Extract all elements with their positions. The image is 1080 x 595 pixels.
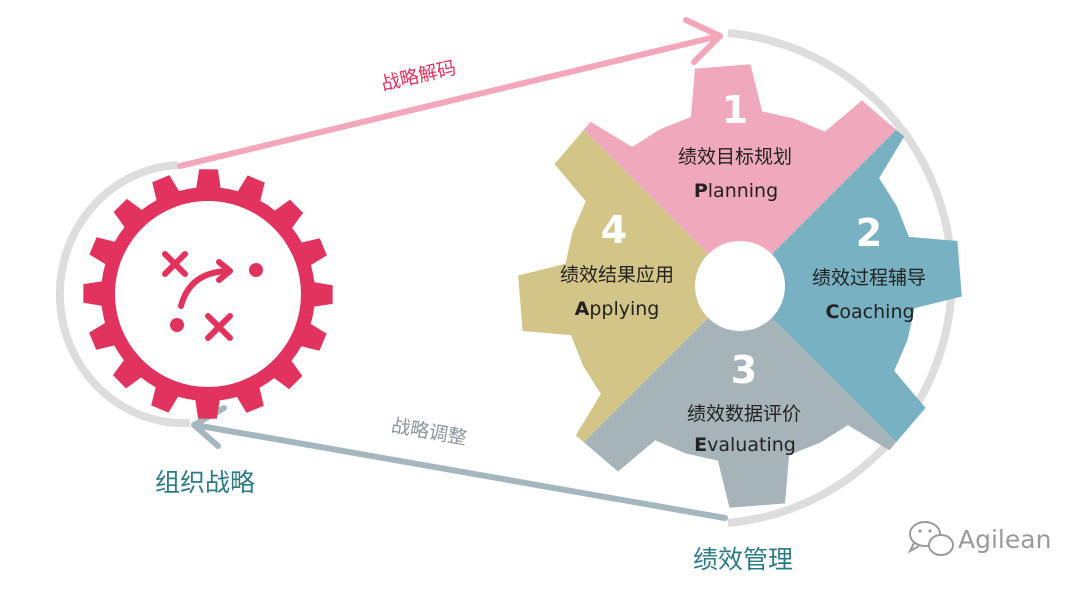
segment-3: 3 绩效数据评价 Evaluating: [687, 348, 801, 456]
segment-4-number: 4: [601, 208, 627, 252]
arrow-label-bottom: 战略调整: [390, 415, 469, 450]
segment-1-english: Planning: [694, 180, 778, 202]
left-gear-title: 组织战略: [155, 468, 255, 497]
segment-1-label: 绩效目标规划: [678, 146, 792, 168]
performance-gear-hole: [695, 241, 785, 331]
right-gear-title: 绩效管理: [693, 545, 793, 574]
segment-2-english: Coaching: [825, 301, 914, 323]
watermark-text: Agilean: [958, 525, 1051, 554]
loop-left-arc: [55, 161, 191, 428]
segment-4-english: Applying: [575, 298, 660, 320]
segment-3-english: Evaluating: [694, 434, 796, 456]
strategy-play-icon: [162, 251, 263, 341]
segment-2-number: 2: [856, 211, 882, 255]
segment-1: 1 绩效目标规划 Planning: [678, 88, 792, 202]
arrow-label-top: 战略解码: [379, 57, 458, 96]
segment-4: 4 绩效结果应用 Applying: [560, 208, 674, 320]
strategy-gear-hole: [115, 201, 301, 387]
segment-4-label: 绩效结果应用: [560, 264, 674, 286]
segment-1-number: 1: [722, 88, 748, 132]
wechat-icon: [907, 521, 954, 556]
segment-3-label: 绩效数据评价: [687, 403, 801, 425]
segment-3-number: 3: [731, 348, 757, 392]
arrow-strategy-decoding: [177, 17, 723, 169]
segment-2-label: 绩效过程辅导: [812, 267, 926, 289]
segment-2: 2 绩效过程辅导 Coaching: [812, 211, 926, 323]
strategy-gear: [83, 169, 333, 419]
